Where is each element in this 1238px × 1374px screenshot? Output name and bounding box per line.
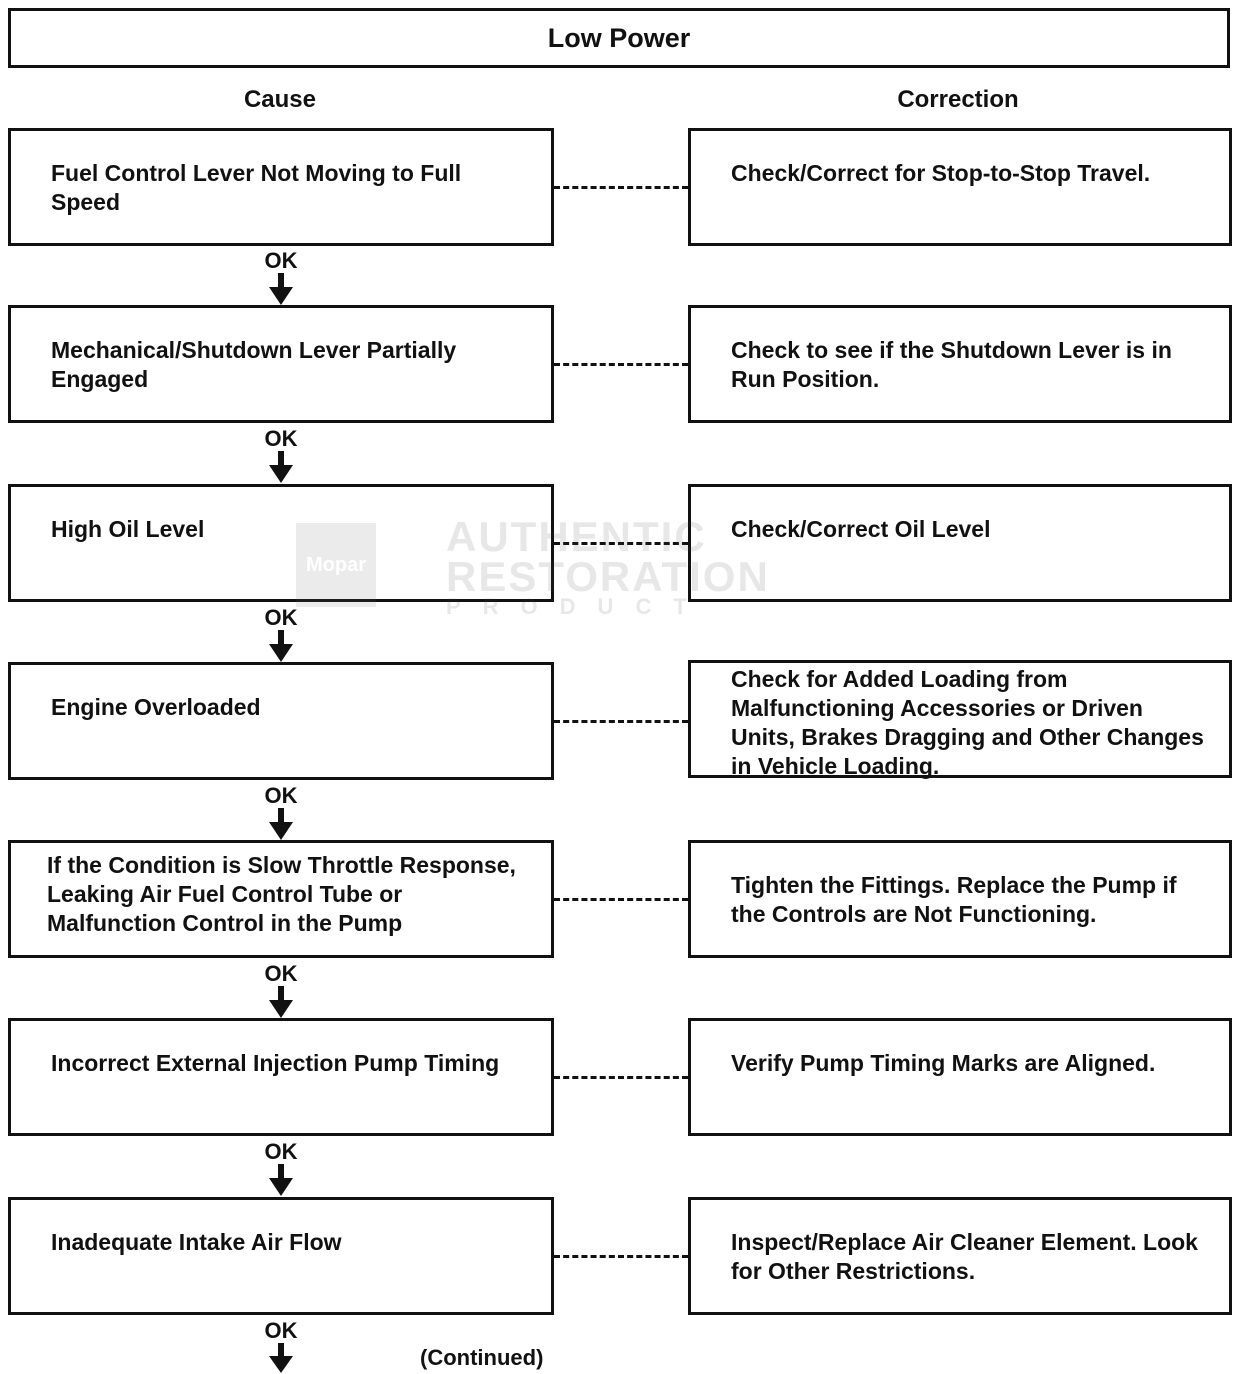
ok-label-2: OK	[264, 426, 298, 451]
down-arrow-icon	[269, 1164, 293, 1196]
correction-box-1: Check/Correct for Stop-to-Stop Travel.	[688, 128, 1232, 246]
correction-text-6: Verify Pump Timing Marks are Aligned.	[731, 1050, 1156, 1076]
cause-text-4: Engine Overloaded	[51, 694, 261, 720]
chart-title-box: Low Power	[8, 8, 1230, 68]
cause-text-2: Mechanical/Shutdown Lever Partially Enga…	[51, 337, 457, 392]
connector-line-1	[554, 186, 688, 189]
cause-column-header: Cause	[243, 86, 317, 113]
cause-text-5: If the Condition is Slow Throttle Respon…	[47, 852, 516, 936]
chart-title: Low Power	[547, 22, 691, 53]
down-arrow-icon	[269, 808, 293, 840]
ok-label-5: OK	[264, 961, 298, 986]
ok-label-4: OK	[264, 783, 298, 808]
cause-box-3: High Oil Level	[8, 484, 554, 602]
connector-line-2	[554, 363, 688, 366]
cause-box-7: Inadequate Intake Air Flow	[8, 1197, 554, 1315]
cause-text-1: Fuel Control Lever Not Moving to Full Sp…	[51, 160, 462, 215]
correction-text-7: Inspect/Replace Air Cleaner Element. Loo…	[731, 1229, 1198, 1284]
cause-box-1: Fuel Control Lever Not Moving to Full Sp…	[8, 128, 554, 246]
correction-box-7: Inspect/Replace Air Cleaner Element. Loo…	[688, 1197, 1232, 1315]
correction-box-2: Check to see if the Shutdown Lever is in…	[688, 305, 1232, 423]
connector-line-3	[554, 542, 688, 545]
connector-line-6	[554, 1076, 688, 1079]
correction-box-5: Tighten the Fittings. Replace the Pump i…	[688, 840, 1232, 958]
cause-box-6: Incorrect External Injection Pump Timing	[8, 1018, 554, 1136]
ok-label-1: OK	[264, 248, 298, 273]
ok-label-6: OK	[264, 1139, 298, 1164]
correction-box-3: Check/Correct Oil Level	[688, 484, 1232, 602]
cause-box-4: Engine Overloaded	[8, 662, 554, 780]
cause-box-5: If the Condition is Slow Throttle Respon…	[8, 840, 554, 958]
correction-column-header: Correction	[897, 86, 1019, 113]
connector-line-4	[554, 720, 688, 723]
down-arrow-icon	[269, 273, 293, 305]
cause-text-7: Inadequate Intake Air Flow	[51, 1229, 342, 1255]
correction-text-1: Check/Correct for Stop-to-Stop Travel.	[731, 160, 1151, 186]
cause-box-2: Mechanical/Shutdown Lever Partially Enga…	[8, 305, 554, 423]
correction-box-6: Verify Pump Timing Marks are Aligned.	[688, 1018, 1232, 1136]
connector-line-7	[554, 1255, 688, 1258]
correction-box-4: Check for Added Loading from Malfunction…	[688, 660, 1232, 779]
continued-label: (Continued)	[420, 1345, 544, 1370]
cause-text-6: Incorrect External Injection Pump Timing	[51, 1050, 500, 1076]
down-arrow-icon	[269, 451, 293, 483]
connector-line-5	[554, 898, 688, 901]
ok-label-7: OK	[264, 1318, 298, 1343]
correction-text-3: Check/Correct Oil Level	[731, 516, 991, 542]
correction-text-4: Check for Added Loading from Malfunction…	[731, 666, 1204, 779]
correction-text-2: Check to see if the Shutdown Lever is in…	[731, 337, 1172, 392]
down-arrow-icon	[269, 630, 293, 662]
correction-text-5: Tighten the Fittings. Replace the Pump i…	[731, 872, 1177, 927]
cause-text-3: High Oil Level	[51, 516, 205, 542]
down-arrow-icon	[269, 1343, 293, 1373]
ok-label-3: OK	[264, 605, 298, 630]
down-arrow-icon	[269, 986, 293, 1018]
